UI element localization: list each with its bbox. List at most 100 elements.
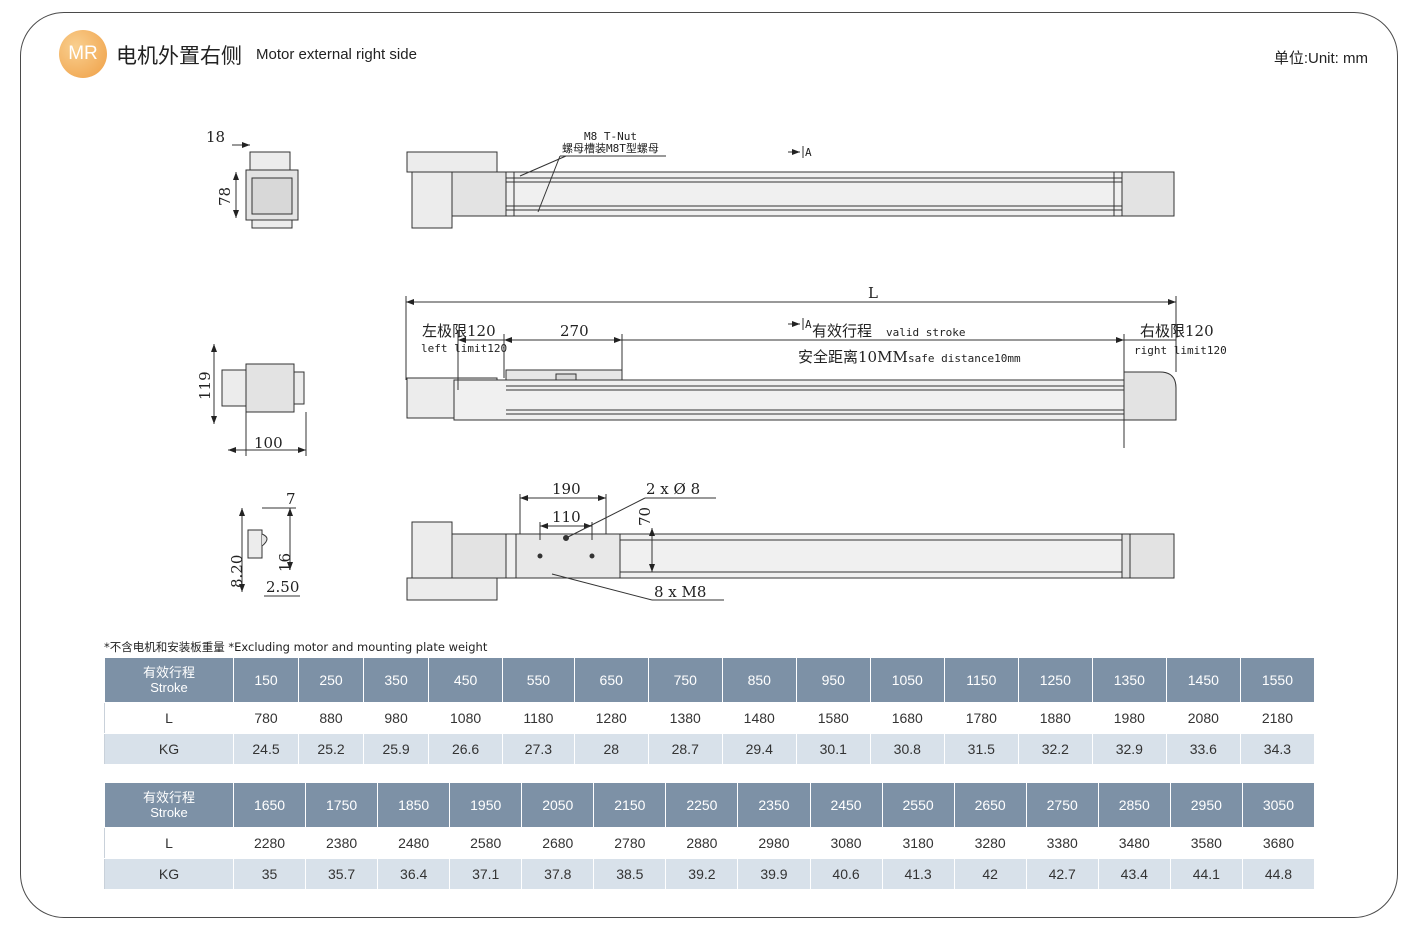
- valid-stroke-cn: 有效行程: [812, 322, 872, 340]
- weight-cell: 42.7: [1025, 858, 1099, 890]
- weight-cell: 39.2: [665, 858, 739, 890]
- length-cell: 1280: [573, 702, 649, 734]
- stroke-cell: 2750: [1025, 782, 1099, 828]
- stroke-cell: 1650: [232, 782, 307, 828]
- weight-cell: 32.9: [1091, 733, 1167, 765]
- weight-row-label: KG: [104, 858, 234, 890]
- stroke-cell: 1950: [449, 782, 523, 828]
- page-frame: [20, 12, 1398, 918]
- tnut-label-en: M8 T-Nut: [584, 130, 637, 143]
- weight-cell: 43.4: [1097, 858, 1171, 890]
- weight-cell: 24.5: [232, 733, 300, 765]
- right-limit-cn: 右极限120: [1140, 322, 1214, 340]
- stroke-cell: 350: [363, 657, 430, 703]
- length-cell: 2180: [1239, 702, 1316, 734]
- length-cell: 3280: [953, 827, 1027, 859]
- side-view-1: [232, 142, 299, 229]
- stroke-cell: 550: [502, 657, 575, 703]
- dim-7: 7: [286, 490, 296, 508]
- stroke-cell: 2950: [1169, 782, 1243, 828]
- stroke-cell: 2650: [953, 782, 1027, 828]
- length-cell: 2880: [665, 827, 739, 859]
- length-cell: 1980: [1091, 702, 1167, 734]
- length-cell: 2380: [305, 827, 379, 859]
- length-cell: 1480: [721, 702, 797, 734]
- length-cell: 2580: [449, 827, 523, 859]
- weight-row-label: KG: [104, 733, 234, 765]
- side-view-2: [211, 344, 307, 456]
- stroke-cell: 1150: [943, 657, 1019, 703]
- dim-119: 119: [196, 371, 214, 400]
- right-limit-en: right limit120: [1134, 344, 1227, 357]
- length-cell: 880: [298, 702, 365, 734]
- mr-badge: MR: [59, 30, 107, 78]
- length-cell: 1180: [502, 702, 575, 734]
- length-label: L: [868, 284, 878, 302]
- weight-cell: 30.8: [869, 733, 945, 765]
- left-limit-cn: 左极限120: [422, 322, 496, 340]
- weight-cell: 44.8: [1241, 858, 1316, 890]
- length-cell: 1880: [1017, 702, 1093, 734]
- stroke-cell: 1750: [305, 782, 379, 828]
- length-cell: 1780: [943, 702, 1019, 734]
- carriage-width: 270: [560, 322, 589, 340]
- length-cell: 3480: [1097, 827, 1171, 859]
- length-row-label: L: [104, 702, 234, 734]
- length-cell: 1380: [647, 702, 723, 734]
- length-cell: 1580: [795, 702, 871, 734]
- section-mark-front: A: [805, 318, 812, 331]
- dim-2-50: 2.50: [266, 578, 299, 596]
- weight-cell: 28: [573, 733, 649, 765]
- weight-note: *不含电机和安装板重量 *Excluding motor and mountin…: [104, 640, 488, 654]
- stroke-cell: 2250: [665, 782, 739, 828]
- weight-cell: 41.3: [881, 858, 955, 890]
- dim-8-20: 8.20: [228, 555, 246, 588]
- page-subtitle: Motor external right side: [256, 46, 417, 63]
- weight-cell: 35.7: [305, 858, 379, 890]
- page-title: 电机外置右侧: [116, 44, 242, 68]
- dim-18: 18: [206, 128, 225, 146]
- weight-cell: 28.7: [647, 733, 723, 765]
- stroke-cell: 2550: [881, 782, 955, 828]
- dim-78: 78: [216, 187, 234, 206]
- length-cell: 2280: [232, 827, 307, 859]
- unit-label: 单位:Unit: mm: [1273, 50, 1368, 67]
- weight-cell: 34.3: [1239, 733, 1316, 765]
- weight-cell: 37.8: [521, 858, 595, 890]
- length-cell: 3380: [1025, 827, 1099, 859]
- stroke-cell: 2450: [809, 782, 883, 828]
- stroke-cell: 450: [428, 657, 504, 703]
- stroke-cell: 2050: [521, 782, 595, 828]
- weight-cell: 44.1: [1169, 858, 1243, 890]
- weight-cell: 40.6: [809, 858, 883, 890]
- length-cell: 2080: [1165, 702, 1241, 734]
- length-cell: 2980: [737, 827, 811, 859]
- length-cell: 2780: [593, 827, 667, 859]
- length-cell: 3080: [809, 827, 883, 859]
- stroke-cell: 1450: [1165, 657, 1241, 703]
- weight-cell: 27.3: [502, 733, 575, 765]
- dim-70: 70: [636, 507, 654, 526]
- stroke-cell: 850: [721, 657, 797, 703]
- tnut-label-cn: 螺母槽装M8T型螺母: [562, 141, 659, 155]
- weight-cell: 33.6: [1165, 733, 1241, 765]
- stroke-cell: 2850: [1097, 782, 1171, 828]
- length-cell: 980: [363, 702, 430, 734]
- stroke-cell: 1250: [1017, 657, 1093, 703]
- length-cell: 2480: [377, 827, 451, 859]
- weight-cell: 35: [232, 858, 307, 890]
- stroke-cell: 1550: [1239, 657, 1316, 703]
- dim-190: 190: [552, 480, 581, 498]
- stroke-cell: 3050: [1241, 782, 1316, 828]
- safe-distance-en: safe distance10mm: [908, 352, 1021, 365]
- stroke-cell: 150: [232, 657, 300, 703]
- stroke-cell: 650: [573, 657, 649, 703]
- dim-16: 16: [276, 553, 294, 572]
- weight-cell: 39.9: [737, 858, 811, 890]
